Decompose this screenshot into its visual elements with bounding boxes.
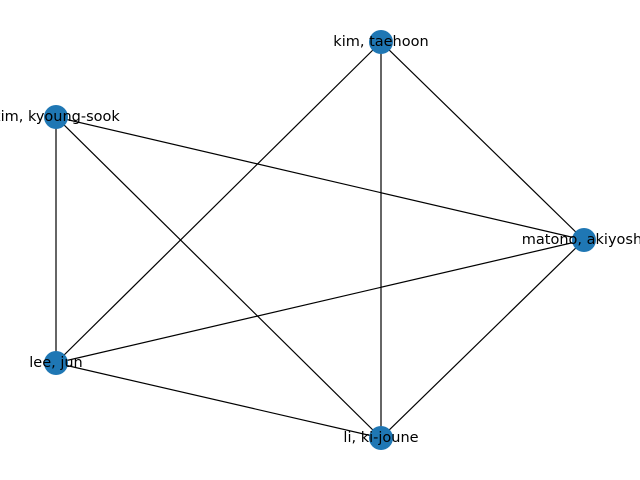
nodes-layer <box>44 30 596 450</box>
labels-layer: kim, taehoon kim, kyoung-sook lee, jun li, … <box>0 34 640 446</box>
edge-li_kijoune-matono_akiyoshi <box>380 239 585 439</box>
node-li_kijoune <box>369 426 393 450</box>
node-label-matono_akiyoshi: matono, akiyoshi <box>522 232 640 248</box>
edge-lee_jun-matono_akiyoshi <box>55 239 585 364</box>
edge-lee_jun-li_kijoune <box>55 362 382 439</box>
edge-kim_kyoungsook-li_kijoune <box>55 116 382 439</box>
node-lee_jun <box>44 351 68 375</box>
node-matono_akiyoshi <box>572 228 596 252</box>
edges-layer <box>55 41 585 439</box>
edge-kim_taehoon-lee_jun <box>55 41 382 364</box>
node-label-kim_taehoon: kim, taehoon <box>333 34 428 50</box>
node-label-kim_kyoungsook: kim, kyoung-sook <box>0 109 120 125</box>
node-label-li_kijoune: li, ki-joune <box>343 430 418 446</box>
edge-kim_taehoon-matono_akiyoshi <box>380 41 585 241</box>
node-kim_taehoon <box>369 30 393 54</box>
node-kim_kyoungsook <box>44 105 68 129</box>
node-label-lee_jun: lee, jun <box>29 355 83 371</box>
edge-kim_kyoungsook-matono_akiyoshi <box>55 116 585 241</box>
